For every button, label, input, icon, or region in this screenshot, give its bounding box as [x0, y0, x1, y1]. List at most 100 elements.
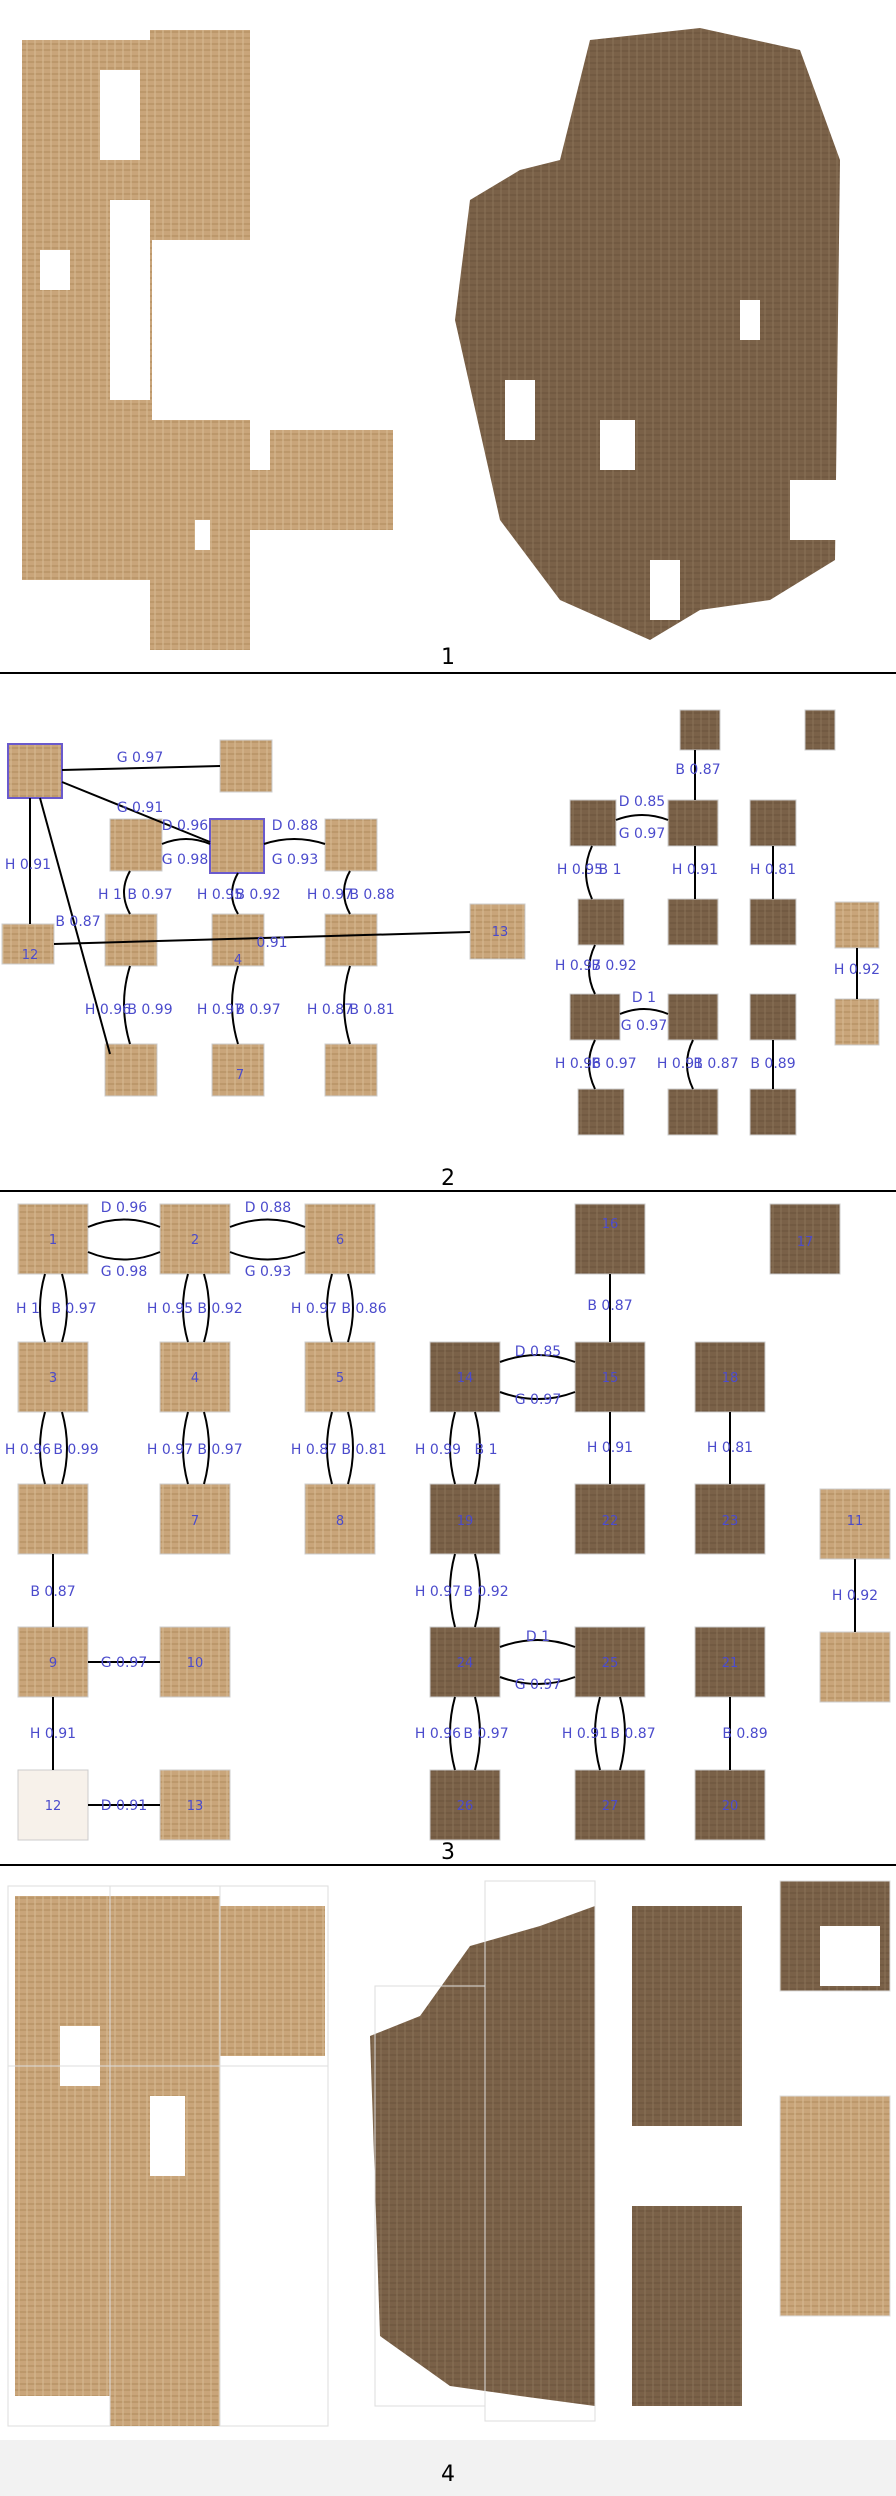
p3-node-10: 10 — [187, 1656, 204, 1671]
p2-edge-label: H 0.91 — [657, 1056, 703, 1072]
p3-node-18: 15 — [602, 1371, 619, 1386]
p3-edge-label: G 0.97 — [515, 1677, 561, 1693]
p2-edge-label: B 0.87 — [693, 1056, 738, 1072]
p2-edge-label: G 0.93 — [272, 852, 318, 868]
p3-node-13: 13 — [187, 1799, 204, 1814]
p3-edge — [499, 1391, 576, 1400]
p3-edge — [619, 1696, 626, 1771]
p2-edge-label: G 0.97 — [117, 750, 163, 766]
p2-edge — [343, 870, 351, 915]
p2-edge — [231, 965, 239, 1045]
p3-node-22: 22 — [602, 1514, 619, 1529]
p3-edge-label: B 0.87 — [610, 1726, 655, 1742]
p2-edge-label: B 0.99 — [127, 1002, 172, 1018]
p3-node-6: 6 — [336, 1233, 344, 1248]
p3-edge — [39, 1273, 46, 1343]
p3-edge — [61, 1273, 68, 1343]
panel-2-label: 2 — [441, 1166, 455, 1191]
p2-edge — [161, 838, 211, 845]
p3-edge-label: B 0.81 — [341, 1442, 386, 1458]
p3-node-7: 7 — [191, 1514, 199, 1529]
p3-edge-label: B 0.86 — [341, 1301, 386, 1317]
panel-2-left-graph: 12 13 4 7 G 0.97 G 0.91 D 0.96 G 0.98 D … — [1, 739, 526, 1097]
p3-edge-label: H 0.81 — [707, 1440, 753, 1456]
p2-edge — [263, 838, 326, 845]
p2-edge-label: D 1 — [632, 990, 656, 1006]
p3-edge — [229, 1218, 306, 1228]
p3-edge — [449, 1411, 456, 1485]
p2-edge — [123, 870, 131, 915]
p2-edge — [686, 1039, 694, 1090]
p3-edge — [39, 1411, 46, 1485]
p2-edge-label: B 0.97 — [235, 1002, 280, 1018]
p3-edge-label: D 0.88 — [245, 1200, 291, 1216]
p3-edge-label: B 0.89 — [722, 1726, 767, 1742]
p2-edge — [615, 814, 669, 821]
p2-edge-label: G 0.97 — [621, 1018, 667, 1034]
p2-edge-label: B 0.97 — [591, 1056, 636, 1072]
p2-node-12: 12 — [22, 948, 39, 963]
p3-edge-label: H 0.97 — [291, 1301, 337, 1317]
p2-edge-label: H 0.95 — [197, 887, 243, 903]
p3-edge-label: H 0.91 — [587, 1440, 633, 1456]
p3-node-26: 26 — [457, 1799, 474, 1814]
p3-edge-label: B 0.92 — [463, 1584, 508, 1600]
p2-edge-label: H 0.91 — [5, 857, 51, 873]
bottom-band — [0, 2440, 896, 2496]
p3-edge-label: D 0.85 — [515, 1344, 561, 1360]
p3-edge-label: G 0.97 — [101, 1655, 147, 1671]
p3-edge-label: D 1 — [526, 1629, 550, 1645]
p3-node-19b: 20 — [722, 1799, 739, 1814]
panel-2: 12 13 4 7 G 0.97 G 0.91 D 0.96 G 0.98 D … — [0, 674, 896, 1191]
p3-node-19: 18 — [722, 1371, 739, 1386]
p3-edge-label: H 0.96 — [5, 1442, 51, 1458]
p2-edge — [343, 965, 351, 1045]
p2-edge-label: H 0.96 — [555, 1056, 601, 1072]
p2-edge-label: H 0.95 — [557, 862, 603, 878]
p2-edge — [588, 1039, 596, 1090]
p2-edge-label: B 0.81 — [349, 1002, 394, 1018]
p2-edge-label: H 0.91 — [672, 862, 718, 878]
p3-edge — [474, 1411, 481, 1485]
p3-node-3: 3 — [49, 1371, 57, 1386]
p3-edge-label: B 0.97 — [463, 1726, 508, 1742]
p2-node-7: 7 — [236, 1068, 244, 1083]
p3-node-12: 12 — [45, 1799, 62, 1814]
p2-edge-label: H 0.81 — [750, 862, 796, 878]
p2-edge — [619, 1008, 669, 1015]
p3-edge — [203, 1411, 210, 1485]
p3-edge — [474, 1553, 481, 1628]
p3-edge — [499, 1639, 576, 1648]
p3-edge — [229, 1251, 306, 1261]
p3-edge — [347, 1411, 354, 1485]
panel-3-right-graph: 16 17 14 15 18 19 22 23 11 24 25 21 26 2… — [415, 1203, 891, 1841]
p3-node-2: 2 — [191, 1233, 199, 1248]
p3-edge — [594, 1696, 601, 1771]
p3-edge-label: G 0.97 — [515, 1392, 561, 1408]
panel-1-figure — [22, 28, 840, 650]
p2-edge-label: H 0.92 — [834, 962, 880, 978]
p2-edge — [588, 944, 596, 995]
p3-edge-label: D 0.96 — [101, 1200, 147, 1216]
p3-edge-label: B 0.87 — [30, 1584, 75, 1600]
p3-node-1: 1 — [49, 1233, 57, 1248]
p3-edge-label: B 0.97 — [51, 1301, 96, 1317]
p2-edge-label: D 0.85 — [619, 794, 665, 810]
p3-edge — [499, 1354, 576, 1363]
reassembled-right — [370, 1880, 891, 2422]
panel-3: 1 2 6 3 4 5 7 8 9 10 12 13 — [0, 1192, 896, 1865]
divider-1 — [0, 672, 896, 674]
p3-edge — [87, 1251, 161, 1261]
p3-node-16: 16 — [602, 1217, 619, 1232]
panel-4-figure — [7, 1880, 891, 2427]
p2-edge-label: B 0.92 — [235, 887, 280, 903]
p3-node-27: 27 — [602, 1799, 619, 1814]
p2-edge-label: H 1 — [98, 887, 122, 903]
p2-edge-label: H 0.97 — [307, 887, 353, 903]
p2-edge-label: G 0.91 — [117, 800, 163, 816]
p2-edge-label: B 0.87 — [675, 762, 720, 778]
p2-edge-label: H 0.97 — [197, 1002, 243, 1018]
panel-2-figure: 12 13 4 7 G 0.97 G 0.91 D 0.96 G 0.98 D … — [1, 709, 880, 1136]
p3-edge-label: B 1 — [475, 1442, 498, 1458]
p3-edge-label: B 0.87 — [587, 1298, 632, 1314]
